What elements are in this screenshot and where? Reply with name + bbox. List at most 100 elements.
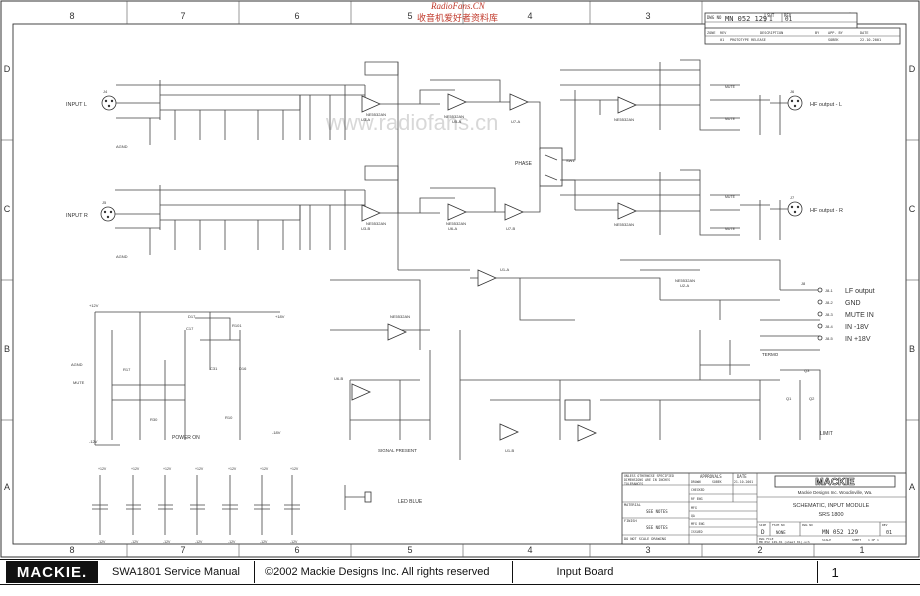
- termo-label: TERMO: [762, 352, 779, 357]
- opamp-u3a: [361, 95, 381, 113]
- col-label-5: 5: [407, 11, 412, 21]
- limit-section: U1-B LIMIT Q1 Q2 Q3 K1: [459, 330, 833, 460]
- rev-label: REV: [784, 13, 792, 18]
- dec-neg-2: -12V: [131, 540, 139, 544]
- watermark-center: www.radiofans.cn: [325, 110, 498, 135]
- col-label-1-bottom: 1: [859, 545, 864, 555]
- zone-ticks: [1, 1, 919, 557]
- title-line-1: SCHEMATIC, INPUT MODULE: [793, 503, 870, 509]
- col-label-6: 6: [294, 11, 299, 21]
- sht-label: SHT: [767, 13, 775, 18]
- r10-ref: R10: [225, 415, 233, 420]
- opamp-u5a: [447, 93, 467, 111]
- row-label-b: B: [4, 344, 10, 354]
- left-channel: INPUT L J4 AGND U3-A NE5532AN NE5532AN U…: [66, 59, 842, 151]
- tb-drawn-label: DRAWN: [691, 480, 701, 484]
- footer-divider-2: [511, 561, 513, 583]
- tb-rf-eng: RF ENG: [691, 497, 703, 501]
- pin-id-4: J8-4: [825, 324, 834, 329]
- col-label-2-bottom: 2: [757, 545, 762, 555]
- u4a-part: NE5532AN: [614, 117, 634, 122]
- tb-size-label: SIZE: [759, 523, 766, 527]
- outer-border: [0, 0, 920, 558]
- dec-neg-7: -12V: [290, 540, 298, 544]
- tb-issued: ISSUED: [691, 530, 703, 534]
- supply-neg-p: -12V: [89, 439, 98, 444]
- j4-ref: J4: [103, 89, 108, 94]
- title-block: UNLESS OTHERWISE SPECIFIED DIMENSIONS AR…: [621, 472, 907, 545]
- opamp-u3b: [361, 204, 381, 222]
- tb-fscm: NONE: [776, 530, 786, 535]
- power-section: POWER ON AGND MUTE +12V -12V +18V -18V D…: [71, 303, 285, 446]
- sw1-label: SW1: [566, 158, 575, 163]
- mute-net-r2: MUTE: [725, 227, 736, 231]
- dec-pos-5: +12V: [228, 467, 237, 471]
- xlr-jack-l: [101, 95, 117, 111]
- dec-pos-4: +12V: [195, 467, 204, 471]
- agnd-label-r: AGND: [116, 254, 128, 259]
- u5a-part: NE5532AN: [444, 114, 464, 119]
- pin-id-5: J8-5: [825, 336, 834, 341]
- revision-block: DWG NO MN 052 129 SHT 1 REV 01 ZONE REV …: [704, 12, 901, 45]
- tb-material: MATERIAL: [624, 503, 641, 507]
- tb-see-notes-1: SEE NOTES: [646, 509, 668, 514]
- opamp-u6b: [351, 383, 371, 401]
- pin-id-1: J8-1: [825, 288, 834, 293]
- company-logo-box: [774, 475, 896, 488]
- pin-label-in-18v-neg: IN -18V: [845, 324, 869, 331]
- tb-scale-label: SCALE: [822, 538, 831, 542]
- tb-dwg-label: DWG NO: [802, 523, 813, 527]
- col-label-8-bottom: 8: [69, 545, 74, 555]
- tb-mfg: MFG: [691, 506, 697, 510]
- tb-tolerances: UNLESS OTHERWISE SPECIFIED: [624, 474, 674, 478]
- tb-no-scale: DO NOT SCALE DRAWING: [624, 537, 666, 541]
- opamp-u4-limit: [577, 424, 597, 442]
- xlr-jack-r: [100, 206, 116, 222]
- row-label-a-right: A: [909, 482, 915, 492]
- xlr-jack-hf-l: [787, 95, 803, 111]
- c31-ref: C31: [210, 366, 218, 371]
- dwg-no: MN 052 129: [725, 15, 767, 23]
- dwg-no-label: DWG NO: [707, 15, 722, 20]
- d16-ref: D16: [239, 366, 247, 371]
- agnd-label-l: AGND: [116, 144, 128, 149]
- j7-ref: J7: [790, 195, 795, 200]
- tb-finish: FINISH: [624, 519, 637, 523]
- r17-ref: R17: [123, 367, 131, 372]
- q2-ref: Q2: [809, 396, 815, 401]
- dec-pos-3: +12V: [163, 467, 172, 471]
- title-line-2: SRS 1800: [818, 512, 843, 518]
- q3-ref: Q3: [804, 368, 810, 373]
- opamp-u4a: [617, 96, 637, 114]
- signal-present-label: SIGNAL PRESENT: [378, 448, 417, 453]
- u3b-part: NE5532AN: [366, 221, 386, 226]
- j5-ref: J5: [102, 200, 107, 205]
- footer-page: 1: [831, 564, 839, 580]
- u1a-ref: U1-A: [500, 267, 509, 272]
- tb-mfg-eng: MFG ENG: [691, 522, 705, 526]
- tb-file: MN 052 129-01 (sheet 01).sch: [759, 540, 810, 544]
- tb-drawn-by: SOBEK: [712, 480, 722, 484]
- led-blue-label: LED BLUE: [398, 499, 423, 505]
- u4b-part: NE5532AN: [614, 222, 634, 227]
- dec-pos-2: +12V: [131, 467, 140, 471]
- u2a-ref: U2-A: [680, 283, 689, 288]
- col-label-4: 4: [527, 11, 532, 21]
- opamp-u6a: [447, 203, 467, 221]
- pin-label-gnd: GND: [845, 300, 861, 307]
- tb-fscm-label: FSCM NO: [772, 523, 785, 527]
- supply-pos18: +18V: [275, 314, 285, 319]
- tb-sheet-label: SHEET: [852, 538, 861, 542]
- hf-out-r-label: HF output - R: [810, 208, 843, 214]
- j8-ref: J8: [801, 281, 806, 286]
- decoupling-row: +12V -12V +12V -12V +12V -12V +12V -12V …: [92, 467, 300, 544]
- dec-neg-5: -12V: [228, 540, 236, 544]
- tb-drawn-date: 21.10.2001: [734, 480, 753, 484]
- pin-id-3: J8-3: [825, 312, 834, 317]
- right-channel: INPUT R J5 AGND U3-B NE5532AN U6-A NE553…: [66, 165, 843, 259]
- company-name: Mackie Designs Inc. Woodinville, Wa.: [798, 490, 873, 495]
- tb-see-notes-2: SEE NOTES: [646, 525, 668, 530]
- connector-j8: J8 J8-1 LF output J8-2 GND J8-3 MUTE IN …: [801, 281, 875, 343]
- r101-ref: R101: [232, 323, 242, 328]
- tb-sheet: 1 OF 1: [868, 538, 879, 542]
